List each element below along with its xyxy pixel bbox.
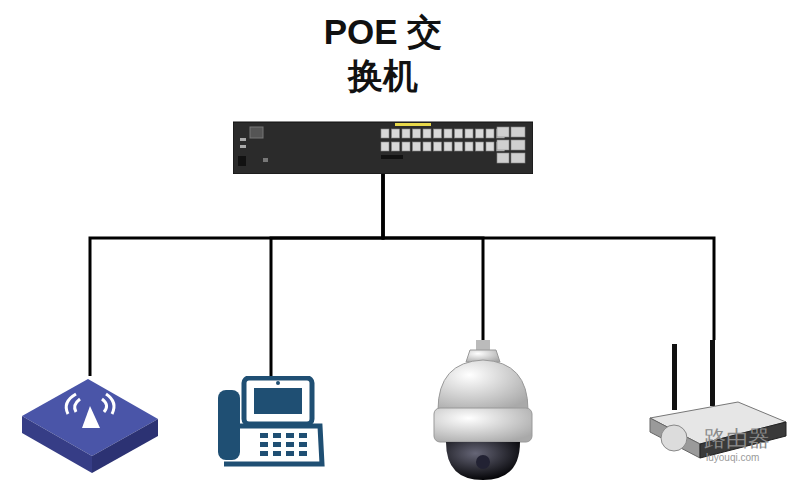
network-cable bbox=[271, 174, 383, 376]
node-heading: POE 交换机 bbox=[318, 10, 448, 98]
device-node bbox=[216, 376, 326, 470]
network-cable bbox=[383, 174, 483, 340]
wireless-ap-icon bbox=[20, 376, 160, 476]
device-node bbox=[430, 340, 536, 482]
switch-node: POE 交换机 bbox=[233, 10, 533, 174]
network-cable bbox=[383, 174, 714, 340]
network-cable bbox=[90, 174, 383, 376]
device-node bbox=[20, 376, 160, 476]
watermark-text: luyouqi.com bbox=[706, 452, 759, 463]
ip-phone-icon bbox=[216, 376, 326, 470]
dome-camera-icon bbox=[430, 340, 536, 482]
watermark-text: 路由器 bbox=[704, 424, 770, 454]
